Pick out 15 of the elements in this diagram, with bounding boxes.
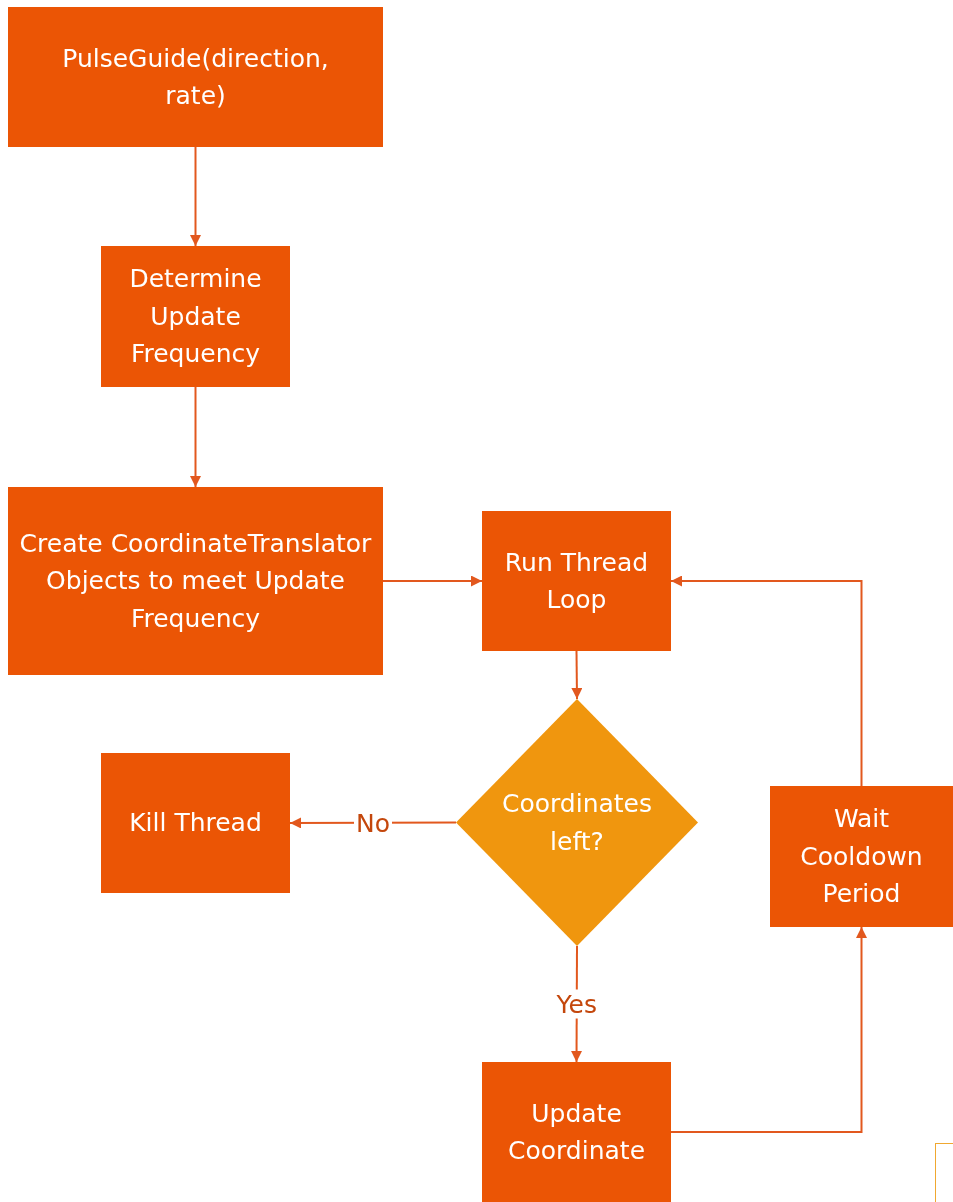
process-box: Kill Thread (101, 753, 290, 893)
process-box: Run Thread Loop (482, 511, 671, 651)
arrow (190, 386, 201, 488)
process-box: Determine Update Frequency (101, 246, 290, 387)
arrow (670, 926, 867, 1133)
process-box: Create CoordinateTranslator Objects to meet Update Frequency (8, 487, 383, 675)
arrow (382, 575, 483, 587)
arrow (571, 650, 583, 700)
arrow (190, 146, 201, 247)
process-box: Wait Cooldown Period (770, 786, 953, 927)
process-box: PulseGuide(direction, rate) (8, 7, 383, 147)
decision-diamond: Coordinates left? (456, 699, 698, 946)
arrow (670, 575, 863, 787)
edge-label: Yes (554, 989, 599, 1019)
process-box: Update Coordinate (482, 1062, 671, 1202)
